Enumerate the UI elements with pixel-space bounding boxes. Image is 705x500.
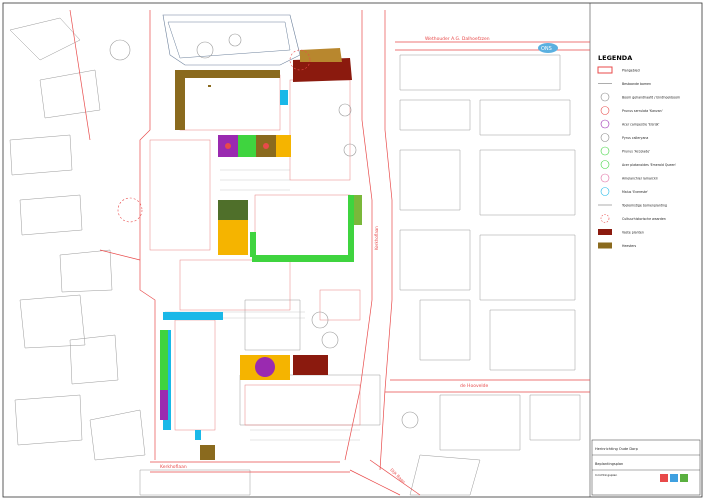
road-lines <box>69 9 590 496</box>
legend-symbol <box>600 160 610 169</box>
legend-entry: Amelanchier lamarckii <box>600 173 658 183</box>
legend-entry: Heesters <box>598 242 637 249</box>
legend-title: LEGENDA <box>598 54 632 62</box>
legend-symbol <box>600 119 610 129</box>
brand-logo: ONS <box>538 43 558 53</box>
legend-label: Amelanchier lamarckii <box>622 177 658 181</box>
legend-entry: Acer platanoides 'Emerald Queen' <box>600 160 676 169</box>
planting-darkred <box>293 48 352 375</box>
title-block-drawing: Beplantingsplan <box>595 462 623 466</box>
street-label-kerk: Kerkhoflaan <box>160 464 187 470</box>
brand-logo-text: ONS <box>541 46 552 52</box>
legend-symbol <box>597 66 613 74</box>
legend-label: Prunus 'Accolade' <box>622 150 650 154</box>
legend-entry: Malus 'Evereste' <box>600 187 648 196</box>
legend-label: Malus 'Evereste' <box>622 190 648 194</box>
legend-symbol <box>600 133 610 142</box>
legend-label: Toekomstige bomenplanting <box>621 204 667 208</box>
planting-green-border <box>250 195 362 262</box>
title-block: Herinrichting Oude Dorp Beplantingsplan … <box>591 439 701 496</box>
legend-entry: Acer campestre 'Elsrijk' <box>600 119 659 129</box>
legend-label: Heesters <box>622 244 637 248</box>
logo-block-blue <box>670 474 678 482</box>
legend-entry: Vaste planten <box>598 229 644 235</box>
planting-olive <box>175 70 280 130</box>
title-block-sub: Inrichtingsplan <box>595 473 617 477</box>
legend-entry: Pyrus calleryana <box>600 133 648 142</box>
legend-label: Cultuurhistorische waarden <box>622 217 666 221</box>
legend-entry: Prunus serrulata 'Kanzan' <box>600 106 663 115</box>
trees <box>109 33 419 429</box>
legend-symbol <box>600 106 610 115</box>
context-buildings <box>9 17 581 496</box>
street-label-weth: Wethouder A.G. Dalhoefzzen <box>425 36 490 42</box>
logo-block-red <box>660 474 668 482</box>
legend-entry: Prunus 'Accolade' <box>600 146 650 156</box>
title-block-project: Herinrichting Oude Dorp <box>595 447 639 451</box>
legend-entry: Plangebied <box>597 66 640 74</box>
legend-symbol <box>598 229 612 235</box>
legend-symbol <box>600 214 610 223</box>
legend-entry: Cultuurhistorische waarden <box>600 214 666 223</box>
legend-symbol <box>600 146 610 156</box>
legend-label: Boom gehandhaafd / Eindhoekboom <box>622 96 680 100</box>
planting-mixed-south <box>160 330 290 460</box>
logo-block-green <box>680 474 688 482</box>
legend-entry: Bestaande bomen <box>598 82 651 86</box>
legend-label: Plangebied <box>622 69 640 73</box>
legend-label: Prunus serrulata 'Kanzan' <box>622 109 663 113</box>
street-label-hoov: de Hoovelde <box>460 383 488 389</box>
legend-label: Acer platanoides 'Emerald Queen' <box>622 163 676 167</box>
street-label-kiel: Kerkhoflaan <box>374 226 379 250</box>
legend-symbol <box>600 187 610 196</box>
legend-symbol <box>600 92 610 102</box>
legend-symbol <box>598 242 612 249</box>
planting-flower-bed <box>218 135 291 157</box>
pond <box>162 14 301 66</box>
legend-entry: Toekomstige bomenplanting <box>598 204 667 208</box>
legend-label: Acer campestre 'Elsrijk' <box>622 123 659 127</box>
legend-symbol <box>600 173 610 183</box>
street-label-dij: Dijk Baan <box>389 467 406 484</box>
legend-entry: Boom gehandhaafd / Eindhoekboom <box>600 92 680 102</box>
planting-yellow <box>218 200 248 255</box>
parking-lines <box>165 169 360 441</box>
legend-label: Vaste planten <box>622 231 644 235</box>
legend-label: Pyrus calleryana <box>622 136 648 140</box>
legend-label: Bestaande bomen <box>622 82 651 86</box>
